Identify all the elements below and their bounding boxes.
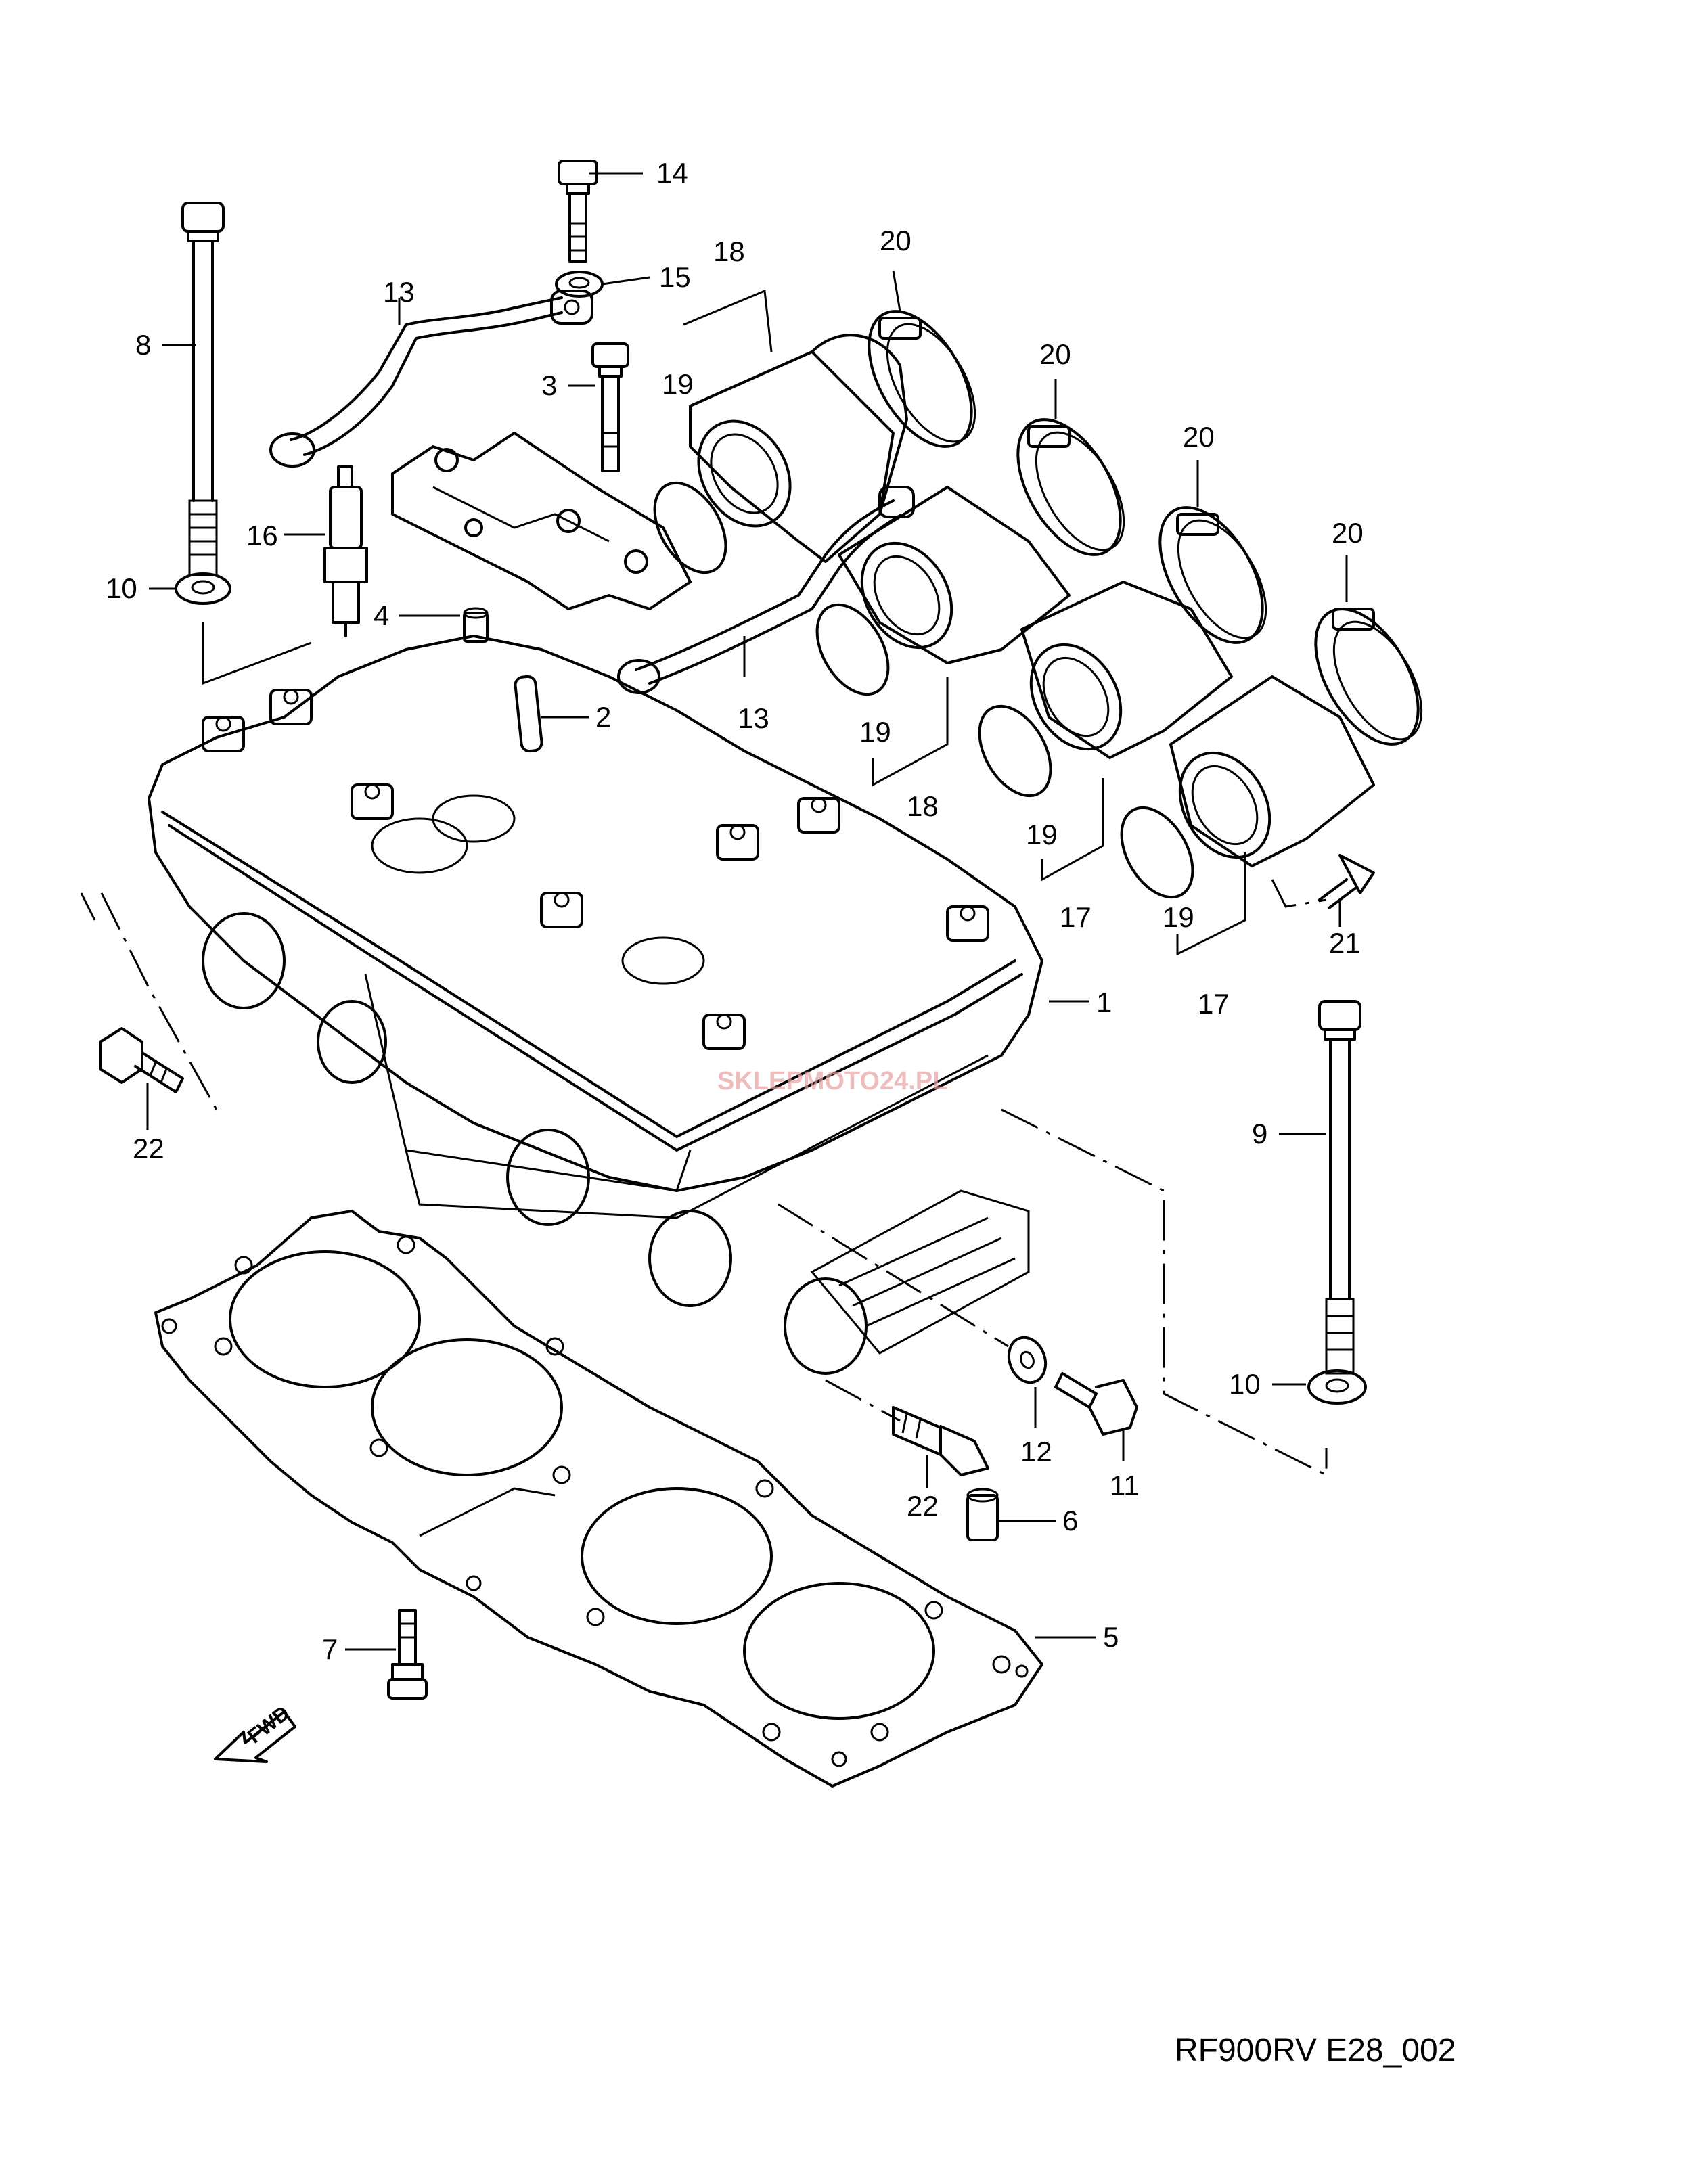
callout-17-a: 17 bbox=[1060, 901, 1091, 933]
leader-lines bbox=[146, 172, 1348, 1651]
cylinder-head-1 bbox=[148, 635, 1043, 1375]
callout-19-c: 19 bbox=[1026, 819, 1058, 850]
intake-holder-18-b bbox=[838, 486, 1071, 664]
callout-5: 5 bbox=[1103, 1621, 1119, 1653]
washer-15 bbox=[555, 271, 604, 298]
callout-3: 3 bbox=[541, 369, 557, 401]
callout-6: 6 bbox=[1062, 1505, 1078, 1537]
callout-9: 9 bbox=[1252, 1118, 1267, 1150]
bolt-14 bbox=[558, 160, 598, 263]
intake-holder-18-a bbox=[689, 334, 908, 563]
callout-11: 11 bbox=[1110, 1470, 1140, 1501]
valve-guide-2 bbox=[514, 675, 543, 753]
o-ring-19-d bbox=[1120, 806, 1194, 899]
callout-17-b: 17 bbox=[1198, 988, 1230, 1020]
callout-16: 16 bbox=[246, 520, 278, 551]
bracket-lines bbox=[80, 289, 1328, 1477]
callout-19-a: 19 bbox=[662, 368, 694, 400]
callout-10-left: 10 bbox=[106, 572, 137, 604]
forward-arrow-icon: FWD bbox=[214, 1702, 296, 1763]
fwd-label: FWD bbox=[244, 1702, 294, 1748]
cylinder-head-gasket-5 bbox=[154, 1210, 1043, 1788]
callout-21: 21 bbox=[1329, 927, 1361, 959]
clamp-20-d bbox=[1314, 608, 1423, 746]
oil-pipe-13-upper bbox=[269, 290, 593, 468]
callout-12: 12 bbox=[1020, 1436, 1052, 1468]
intake-holder-17-a bbox=[1020, 581, 1233, 759]
callout-18-upper: 18 bbox=[713, 235, 745, 267]
callout-19-d: 19 bbox=[1163, 901, 1194, 933]
o-ring-19-c bbox=[978, 704, 1052, 798]
bolt-22-lower bbox=[892, 1406, 989, 1476]
callout-19-b: 19 bbox=[859, 716, 891, 748]
washer-12 bbox=[1007, 1336, 1048, 1384]
stud-bolt-8 bbox=[181, 202, 225, 576]
callout-2: 2 bbox=[595, 701, 611, 733]
callout-20-d: 20 bbox=[1332, 517, 1364, 549]
spark-plug-16 bbox=[323, 465, 368, 637]
washer-10-right bbox=[1307, 1369, 1367, 1405]
bolt-7 bbox=[387, 1609, 428, 1700]
callout-4: 4 bbox=[374, 599, 389, 631]
o-ring-19-b bbox=[815, 603, 890, 696]
callout-10-right: 10 bbox=[1229, 1368, 1261, 1400]
drawing-code: RF900RV E28_002 bbox=[1175, 2032, 1456, 2068]
callout-20-a: 20 bbox=[880, 225, 911, 256]
callout-8: 8 bbox=[135, 329, 151, 361]
camshaft-holder bbox=[391, 432, 692, 610]
washer-10-left bbox=[175, 572, 231, 605]
intake-holder-17-b bbox=[1169, 675, 1375, 867]
callout-18-lower: 18 bbox=[907, 790, 939, 822]
callout-14: 14 bbox=[656, 157, 688, 189]
callout-15: 15 bbox=[659, 261, 691, 293]
callout-20-b: 20 bbox=[1039, 338, 1071, 370]
screw-21 bbox=[1318, 854, 1375, 909]
callout-22-left: 22 bbox=[133, 1133, 164, 1164]
callout-20-c: 20 bbox=[1183, 421, 1215, 453]
clamp-20-a bbox=[868, 310, 976, 448]
clamp-20-b bbox=[1016, 418, 1125, 556]
bolt-3 bbox=[591, 342, 629, 472]
dowel-pin-6 bbox=[966, 1488, 999, 1541]
callout-7: 7 bbox=[322, 1633, 338, 1665]
o-ring-19-a bbox=[653, 481, 727, 574]
callout-1: 1 bbox=[1096, 986, 1112, 1018]
callout-labels: 1 2 3 4 5 6 7 8 9 10 10 11 12 13 13 14 1… bbox=[106, 157, 1364, 1665]
callout-13-lower: 13 bbox=[738, 702, 769, 734]
stud-bolt-9 bbox=[1318, 1000, 1361, 1375]
oil-pipe-13-lower bbox=[617, 486, 915, 694]
bolt-11 bbox=[1054, 1372, 1138, 1436]
dowel-pin-4 bbox=[463, 607, 489, 643]
callout-13-upper: 13 bbox=[383, 276, 415, 308]
bolt-22-left bbox=[99, 1027, 184, 1093]
callout-22-lower: 22 bbox=[907, 1490, 939, 1522]
clamp-20-c bbox=[1158, 506, 1267, 644]
watermark: SKLEPMOTO24.PL bbox=[717, 1067, 948, 1095]
